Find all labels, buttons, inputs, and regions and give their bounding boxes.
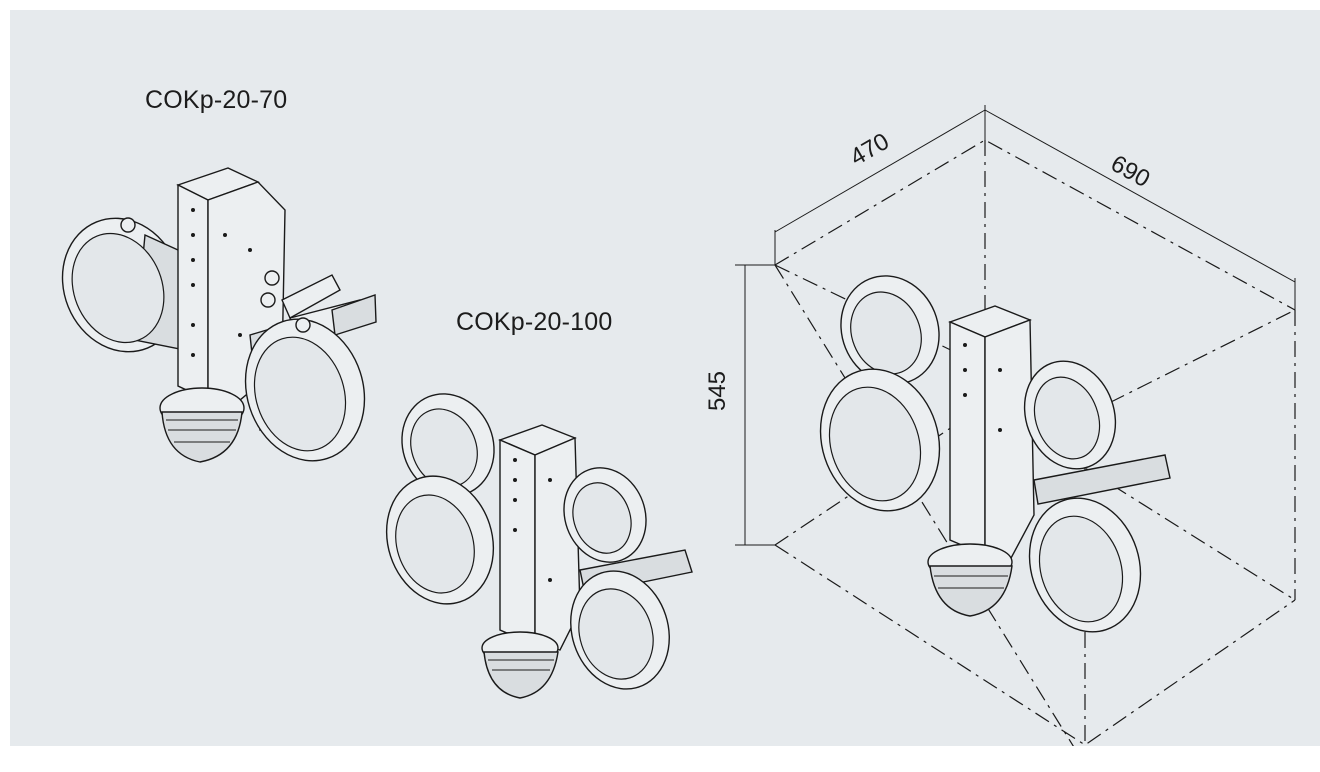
drawing-panel: COKp-20-70 COKp-20-100 470 690 545 — [10, 10, 1320, 746]
spotlight-a-right — [244, 317, 366, 462]
dimension-box — [735, 105, 1296, 746]
model-b-label: COKp-20-100 — [456, 308, 613, 336]
luminaire-model-a — [61, 167, 377, 463]
model-a-label: COKp-20-70 — [145, 86, 288, 114]
spotlight-b-bottom-right — [570, 570, 670, 690]
luminaire-in-box — [819, 275, 1171, 633]
luminaire-model-b — [385, 393, 693, 699]
lamp-dome-b — [481, 631, 559, 699]
dimension-height: 545 — [704, 370, 732, 412]
spotlight-b-top-left — [401, 393, 495, 497]
dimension-lines — [735, 105, 1296, 546]
spotlight-b-top-right — [563, 467, 647, 563]
spotlight-b-bottom-left — [385, 475, 495, 605]
lamp-dome-a — [159, 387, 245, 463]
